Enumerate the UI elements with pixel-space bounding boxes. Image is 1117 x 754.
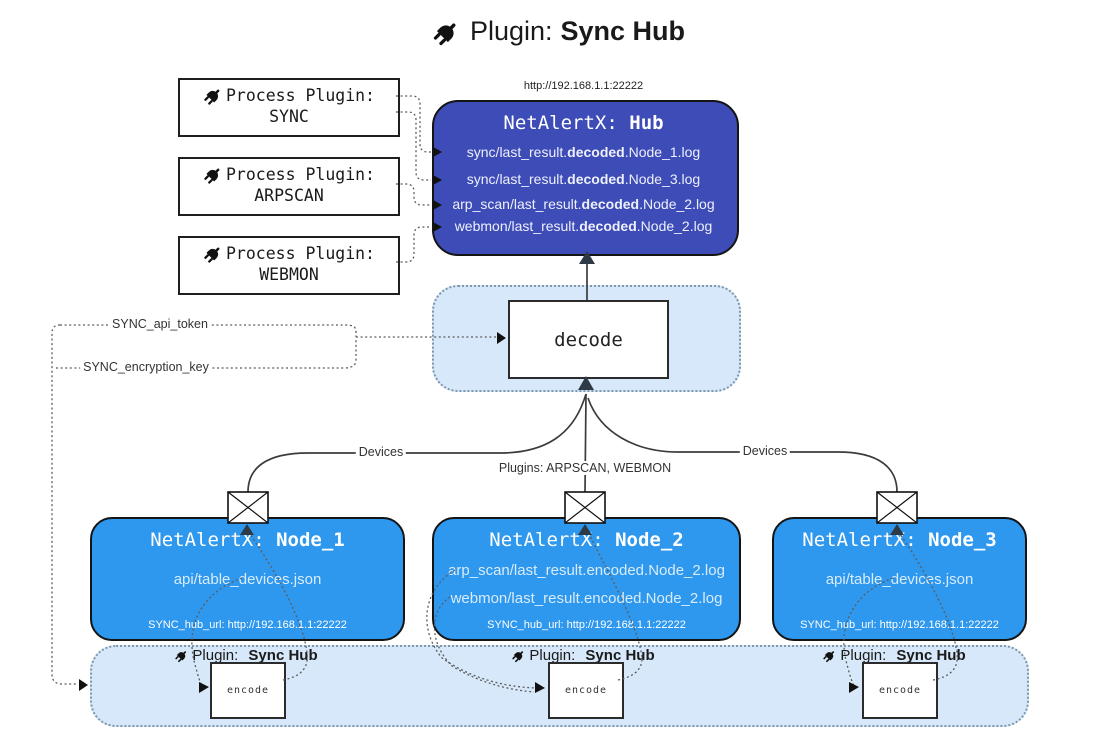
node-hub-url: SYNC_hub_url: http://192.168.1.1:22222	[487, 619, 686, 631]
node-title: NetAlertX: Node_2	[489, 529, 684, 551]
hub-title-name: Hub	[629, 112, 664, 134]
hub-title: NetAlertX: Hub	[432, 112, 735, 134]
process-plugin-label: Process Plugin:	[225, 244, 375, 263]
hub-title-prefix: NetAlertX:	[503, 112, 618, 134]
page-title-name: Sync Hub	[560, 16, 686, 46]
plug-icon	[203, 164, 224, 185]
page-title: Plugin: Sync Hub	[0, 16, 1117, 47]
plug-icon	[203, 243, 224, 264]
edge-label-devices-right: Devices	[739, 444, 791, 458]
process-plugin-label: Process Plugin:	[225, 165, 375, 184]
hub-box	[432, 100, 739, 256]
node-title: NetAlertX: Node_3	[802, 529, 997, 551]
plug-icon	[203, 85, 224, 106]
encode-box: encode	[210, 662, 286, 719]
node-title: NetAlertX: Node_1	[150, 529, 345, 551]
decode-label: decode	[554, 328, 623, 351]
node-hub-url: SYNC_hub_url: http://192.168.1.1:22222	[148, 619, 347, 631]
process-plugin-box-sync: Process Plugin: SYNC	[178, 78, 400, 137]
hub-log-line: sync/last_result.decoded.Node_1.log	[466, 144, 701, 160]
node-file: api/table_devices.json	[173, 571, 322, 588]
node-file: arp_scan/last_result.encoded.Node_2.log	[448, 562, 725, 579]
process-plugin-box-webmon: Process Plugin: WEBMON	[178, 236, 400, 295]
node-box-node1: NetAlertX: Node_1 api/table_devices.json…	[90, 517, 405, 641]
page-title-prefix: Plugin:	[469, 16, 553, 46]
api-token-label: SYNC_api_token	[109, 317, 211, 331]
process-plugin-name: SYNC	[269, 107, 309, 126]
edge-label-devices-left: Devices	[355, 445, 407, 459]
edge-label-plugins: Plugins: ARPSCAN, WEBMON	[495, 461, 675, 475]
hub-log-line: arp_scan/last_result.decoded.Node_2.log	[452, 196, 715, 212]
process-plugin-name: WEBMON	[259, 265, 319, 284]
hub-log-line: webmon/last_result.decoded.Node_2.log	[454, 218, 713, 234]
process-plugin-label: Process Plugin:	[225, 86, 375, 105]
plug-icon	[432, 17, 462, 47]
hub-url: http://192.168.1.1:22222	[523, 80, 644, 92]
decode-box: decode	[508, 300, 669, 379]
node-hub-url: SYNC_hub_url: http://192.168.1.1:22222	[800, 619, 999, 631]
encryption-key-label: SYNC_encryption_key	[80, 360, 212, 374]
encode-box: encode	[862, 662, 938, 719]
process-plugin-box-arpscan: Process Plugin: ARPSCAN	[178, 157, 400, 216]
node-file: webmon/last_result.encoded.Node_2.log	[450, 590, 723, 607]
node-box-node2: NetAlertX: Node_2 arp_scan/last_result.e…	[432, 517, 741, 641]
node-file: api/table_devices.json	[825, 571, 974, 588]
plug-icon	[511, 648, 526, 663]
process-plugin-name: ARPSCAN	[254, 186, 324, 205]
node-box-node3: NetAlertX: Node_3 api/table_devices.json…	[772, 517, 1027, 641]
encode-box: encode	[548, 662, 624, 719]
hub-log-line: sync/last_result.decoded.Node_3.log	[466, 171, 701, 187]
plug-icon	[174, 648, 189, 663]
plug-icon	[822, 648, 837, 663]
